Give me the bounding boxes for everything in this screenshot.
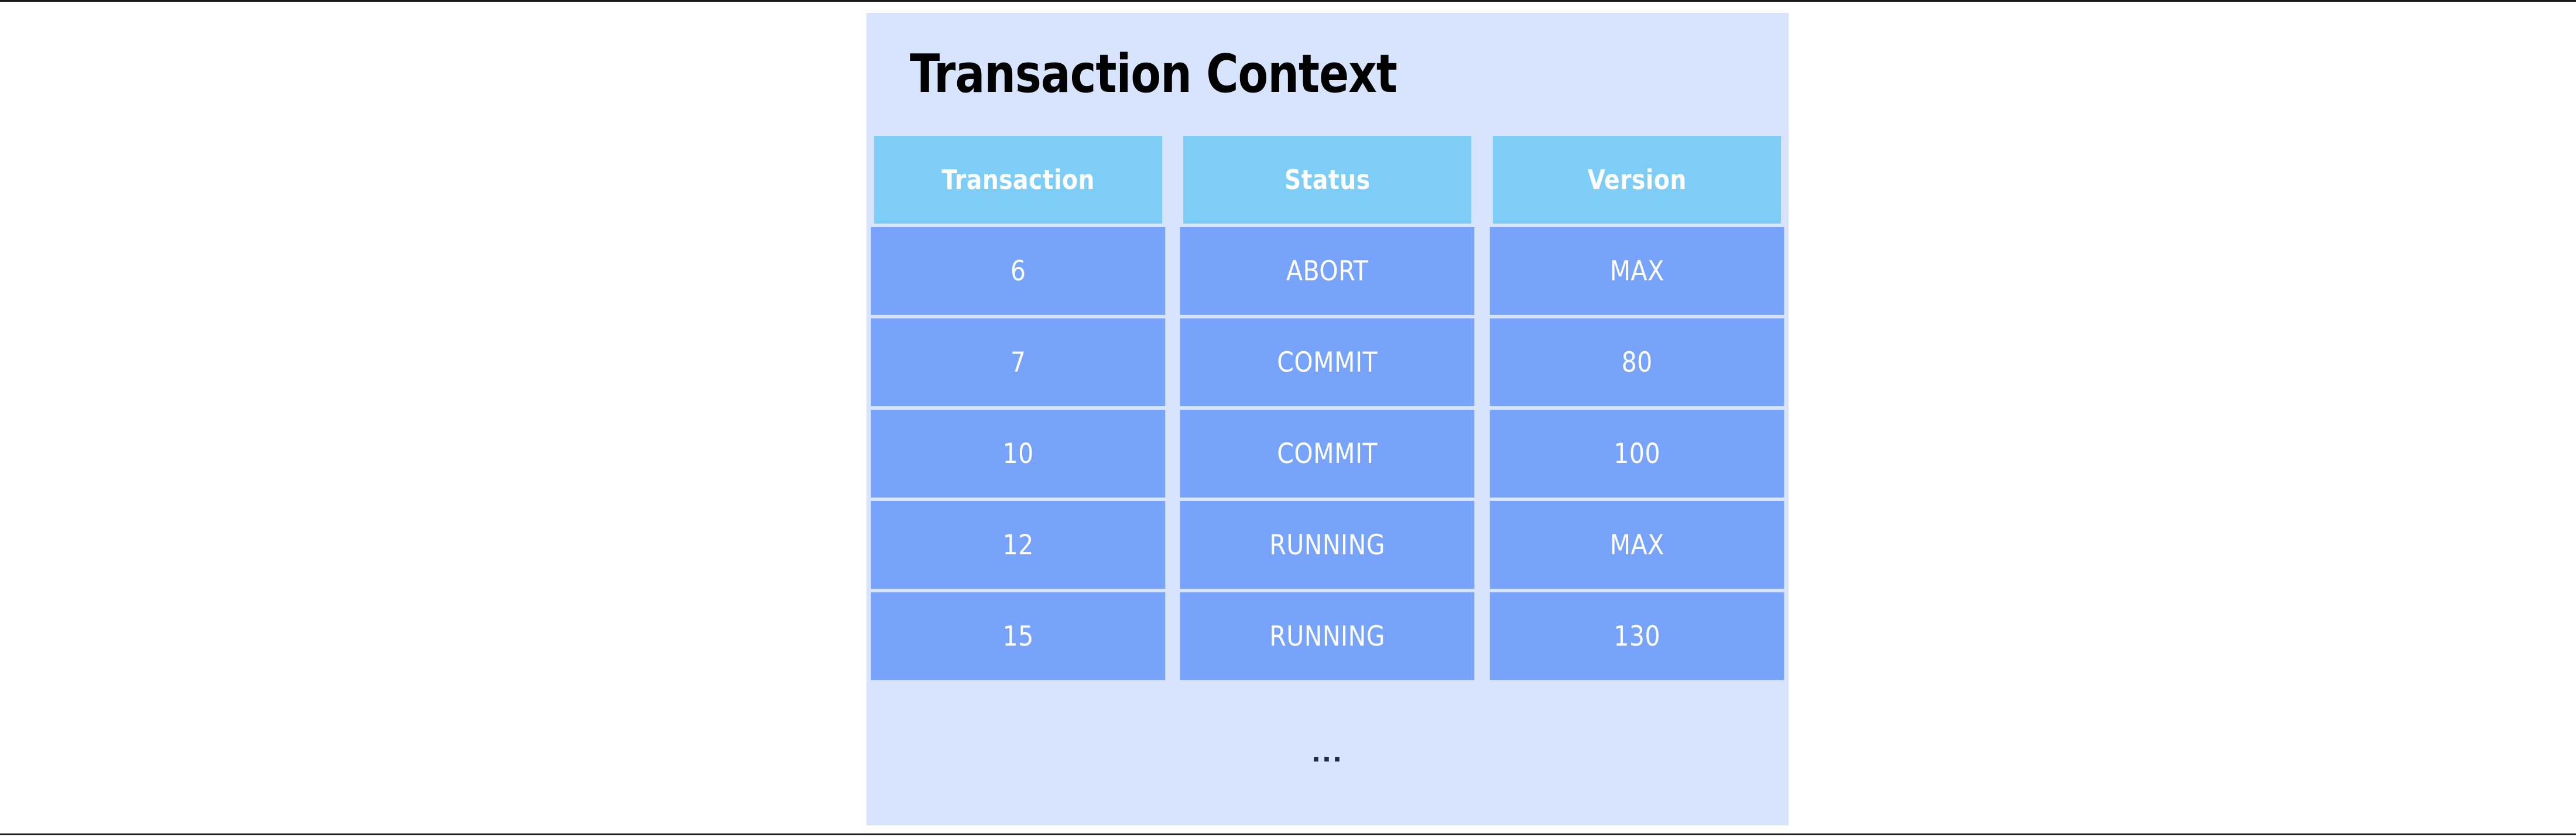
transaction-context-card: Transaction Context Transaction Status V…	[866, 13, 1789, 825]
cell-version: 100	[1489, 410, 1784, 498]
cell-version: 130	[1489, 592, 1784, 680]
cell-transaction: 12	[871, 501, 1166, 589]
more-rows-ellipsis: ...	[1311, 733, 1344, 769]
cell-version: MAX	[1489, 501, 1784, 589]
cell-status: COMMIT	[1180, 318, 1475, 406]
cell-transaction: 6	[871, 227, 1166, 315]
table-row: 12 RUNNING MAX	[866, 501, 1789, 592]
table-row: 7 COMMIT 80	[866, 318, 1789, 410]
cell-version: 80	[1489, 318, 1784, 406]
cell-status: ABORT	[1180, 227, 1475, 315]
cell-transaction: 15	[871, 592, 1166, 680]
table-row: 6 ABORT MAX	[866, 227, 1789, 318]
page-title: Transaction Context	[910, 43, 1397, 105]
column-header-version[interactable]: Version	[1492, 136, 1782, 224]
cell-status: COMMIT	[1180, 410, 1475, 498]
cell-version: MAX	[1489, 227, 1784, 315]
table-row: 15 RUNNING 130	[866, 592, 1789, 684]
column-header-status[interactable]: Status	[1183, 136, 1472, 224]
table-row: 10 COMMIT 100	[866, 410, 1789, 501]
cell-transaction: 7	[871, 318, 1166, 406]
cell-status: RUNNING	[1180, 592, 1475, 680]
cell-status: RUNNING	[1180, 501, 1475, 589]
table-header-row: Transaction Status Version	[866, 136, 1789, 227]
page-bottom-rule	[0, 833, 2576, 835]
page-top-rule	[0, 0, 2576, 2]
cell-transaction: 10	[871, 410, 1166, 498]
column-header-transaction[interactable]: Transaction	[873, 136, 1163, 224]
card-title-band: Transaction Context	[866, 13, 1789, 136]
transaction-context-table: Transaction Status Version 6 ABORT MAX 7…	[866, 136, 1789, 684]
table-footer-band: ...	[866, 684, 1789, 825]
